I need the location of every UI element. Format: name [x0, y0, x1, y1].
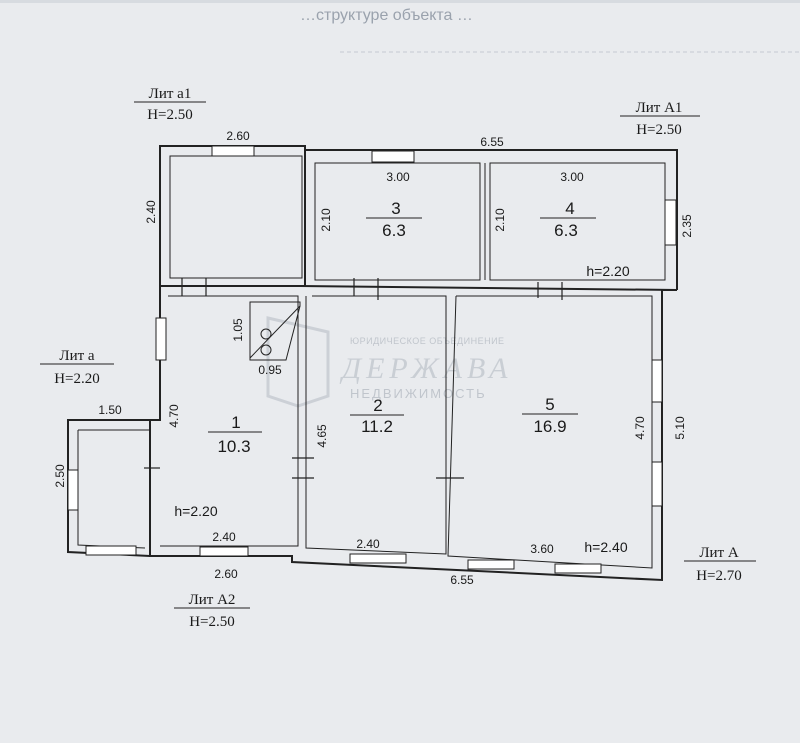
svg-text:H=2.50: H=2.50 — [189, 614, 235, 630]
room-label-5: 5 16.9 — [522, 395, 578, 436]
wall-porch-outer — [67, 419, 151, 557]
window — [85, 545, 137, 556]
svg-text:16.9: 16.9 — [533, 417, 566, 436]
room-label-1: 1 10.3 — [208, 413, 262, 456]
svg-text:H=2.50: H=2.50 — [147, 107, 193, 123]
block-label-a1: Лит а1 H=2.50 — [134, 86, 206, 123]
window — [664, 199, 677, 246]
svg-text:4: 4 — [565, 199, 574, 218]
dim-top-total: 6.55 — [480, 135, 504, 149]
watermark-brand: ДЕРЖАВА — [339, 352, 513, 385]
dim-room5-height: 4.70 — [633, 416, 647, 440]
dim-porch-height: 2.50 — [53, 464, 67, 488]
dim-stove-h: 1.05 — [231, 318, 245, 342]
svg-text:Лит А2: Лит А2 — [189, 592, 236, 608]
window — [467, 559, 515, 570]
block-label-a: Лит а H=2.20 — [40, 348, 114, 387]
svg-text:Лит а1: Лит а1 — [149, 86, 192, 102]
dim-room4-width: 3.00 — [560, 170, 584, 184]
dim-stove-w: 0.95 — [258, 363, 282, 377]
dim-room5-width: 3.60 — [530, 542, 554, 556]
window — [67, 469, 79, 511]
wall-a1-outer — [159, 145, 306, 287]
window — [199, 546, 249, 557]
room-label-4: 4 6.3 — [540, 199, 596, 240]
window — [349, 553, 407, 564]
svg-text:Лит А: Лит А — [699, 545, 739, 561]
window — [155, 317, 167, 361]
svg-text:H=2.20: H=2.20 — [54, 371, 100, 387]
room-5-inner — [447, 295, 653, 569]
stove — [249, 301, 301, 361]
window — [651, 461, 663, 507]
svg-text:6.3: 6.3 — [382, 221, 406, 240]
wall-porch-inner — [77, 429, 150, 549]
cut-header-text: …структуре объекта … — [300, 7, 473, 24]
svg-text:1: 1 — [231, 413, 240, 432]
dim-porch-width: 1.50 — [98, 403, 122, 417]
dim-room2-width: 2.40 — [356, 537, 380, 551]
scan-top-edge — [0, 0, 800, 3]
dim-room3-height: 2.10 — [319, 208, 333, 232]
window — [554, 563, 602, 574]
svg-text:3: 3 — [391, 199, 400, 218]
room-4-inner — [489, 162, 666, 281]
dim-room1-width: 2.40 — [212, 530, 236, 544]
room-1-inner — [160, 295, 299, 547]
dim-ceiling-room5: h=2.40 — [584, 539, 627, 555]
svg-text:Лит а: Лит а — [59, 348, 95, 364]
svg-text:Лит А1: Лит А1 — [636, 100, 683, 116]
window — [371, 150, 415, 163]
watermark: ЮРИДИЧЕСКОЕ ОБЪЕДИНЕНИЕ ДЕРЖАВА НЕДВИЖИМ… — [266, 316, 513, 408]
svg-text:11.2: 11.2 — [361, 417, 393, 436]
svg-text:5: 5 — [545, 395, 554, 414]
block-label-A2: Лит А2 H=2.50 — [174, 592, 250, 630]
dim-right-A1: 2.35 — [680, 214, 694, 238]
block-label-A: Лит А H=2.70 — [684, 545, 756, 584]
wall-a1-inner — [169, 155, 303, 279]
room-2-inner — [305, 295, 447, 555]
svg-text:6.3: 6.3 — [554, 221, 578, 240]
room-3-inner — [314, 162, 481, 281]
watermark-shield-icon — [266, 316, 330, 408]
svg-text:10.3: 10.3 — [217, 437, 250, 456]
svg-text:2: 2 — [373, 396, 382, 415]
dim-room2-height: 4.65 — [315, 424, 329, 448]
dim-room4-height: 2.10 — [493, 208, 507, 232]
svg-text:H=2.70: H=2.70 — [696, 568, 742, 584]
wall-A1-top — [305, 149, 678, 290]
dim-right-A: 5.10 — [673, 416, 687, 440]
svg-text:H=2.50: H=2.50 — [636, 122, 682, 138]
watermark-org: ЮРИДИЧЕСКОЕ ОБЪЕДИНЕНИЕ — [350, 336, 505, 346]
room-label-3: 3 6.3 — [366, 199, 422, 240]
window — [651, 359, 663, 403]
dim-ceiling-room1: h=2.20 — [174, 503, 217, 519]
window — [211, 145, 255, 157]
dim-top-a1: 2.60 — [226, 129, 250, 143]
wall-divider-A1-A — [299, 285, 678, 291]
door-marks — [144, 278, 563, 479]
watermark-sub: НЕДВИЖИМОСТЬ — [350, 386, 487, 401]
room-label-2: 2 11.2 — [350, 396, 404, 436]
dim-a1-height: 2.40 — [144, 200, 158, 224]
dim-room3-width: 3.00 — [386, 170, 410, 184]
dim-room1-height: 4.70 — [167, 404, 181, 428]
dim-ceiling-A1: h=2.20 — [586, 263, 629, 279]
dim-bottom-total: 6.55 — [450, 573, 474, 587]
dim-bottom-A2: 2.60 — [214, 567, 238, 581]
block-label-A1: Лит А1 H=2.50 — [620, 100, 700, 138]
